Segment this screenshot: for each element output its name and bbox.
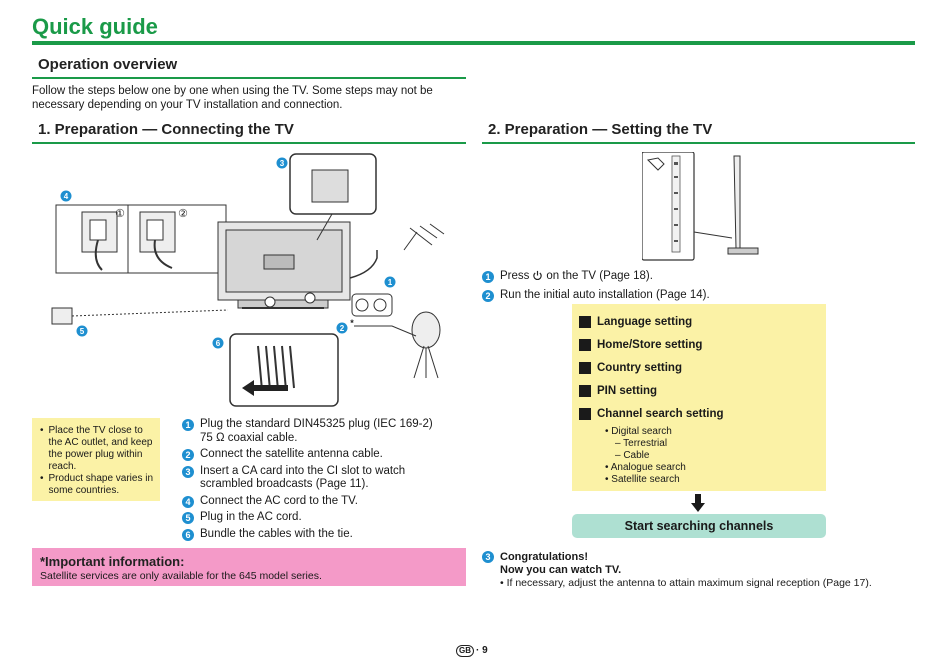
setting-pin: PIN setting <box>579 379 826 402</box>
inset-1-label: ① <box>115 207 125 220</box>
page-number: GB· 9 <box>456 645 488 657</box>
settings-box: Language setting Home/Store setting Coun… <box>572 304 826 491</box>
square-bullet-icon <box>579 407 591 420</box>
square-bullet-icon <box>579 384 591 397</box>
note-item: Place the TV close to the AC outlet, and… <box>40 425 154 473</box>
square-bullet-icon <box>579 361 591 374</box>
tv-side-illustration <box>642 152 759 261</box>
callout-3-label: 3 <box>280 159 285 168</box>
callout-5-label: 5 <box>80 327 85 336</box>
callout-2-star: * <box>350 318 354 328</box>
hand-press-icon <box>646 157 665 171</box>
callout-1-label: 1 <box>388 278 393 287</box>
placement-note: Place the TV close to the AC outlet, and… <box>32 418 160 501</box>
square-bullet-icon <box>579 338 591 351</box>
setup-step-1: 1 Press on the TV (Page 18). <box>482 270 902 286</box>
square-bullet-icon <box>579 315 591 328</box>
callout-6-label: 6 <box>216 339 221 348</box>
important-info-box: *Important information: Satellite servic… <box>32 548 466 586</box>
connection-illustration: 3 4 1 2 5 6 * ① ② <box>51 153 445 407</box>
overview-text: Follow the steps below one by one when u… <box>32 85 433 111</box>
note-item: Product shape varies in some countries. <box>40 473 154 497</box>
callout-3 <box>276 157 288 169</box>
prep1-rule <box>32 142 466 144</box>
prep1-heading: 1. Preparation — Connecting the TV <box>38 121 294 138</box>
final-step: 3 Congratulations! Now you can watch TV.… <box>482 551 912 590</box>
overview-rule <box>32 77 466 79</box>
overview-heading: Operation overview <box>38 56 178 73</box>
title-rule <box>32 41 915 45</box>
callout-4 <box>60 190 72 202</box>
search-options: • Digital search – Terrestrial – Cable •… <box>605 426 686 485</box>
callout-1 <box>384 276 396 288</box>
prep2-rule <box>482 142 915 144</box>
inset-2-label: ② <box>178 207 188 220</box>
setting-country: Country setting <box>579 356 826 379</box>
down-arrow-icon <box>691 494 705 512</box>
callout-2 <box>336 322 348 334</box>
setting-home-store: Home/Store setting <box>579 333 826 356</box>
page-title: Quick guide <box>32 14 158 39</box>
prep2-heading: 2. Preparation — Setting the TV <box>488 121 713 138</box>
callout-5 <box>76 325 88 337</box>
important-body: Satellite services are only available fo… <box>40 570 322 582</box>
important-title: *Important information: <box>40 554 185 569</box>
start-searching-button[interactable]: Start searching channels <box>572 514 826 538</box>
callout-2-label: 2 <box>340 324 345 333</box>
setting-channel-search: Channel search setting <box>579 402 826 425</box>
tv-profile <box>733 155 741 249</box>
callout-6 <box>212 337 224 349</box>
left-arrow-icon <box>242 380 288 396</box>
callout-4-label: 4 <box>64 192 69 201</box>
setting-language: Language setting <box>579 310 826 333</box>
power-icon <box>532 270 543 286</box>
gb-badge: GB <box>456 645 474 657</box>
